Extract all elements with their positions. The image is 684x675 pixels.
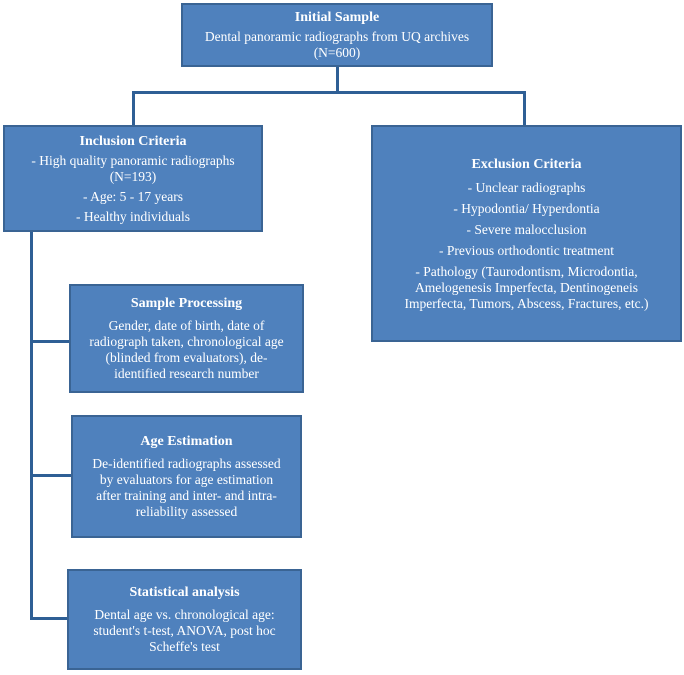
inclusion-criteria-box: Inclusion Criteria - High quality panora… <box>3 125 263 232</box>
initial-sample-title: Initial Sample <box>294 10 380 25</box>
connector-to-exclusion <box>523 91 526 125</box>
connector-to-inclusion <box>132 91 135 125</box>
exclusion-criteria-line: - Unclear radiographs <box>467 179 586 195</box>
inclusion-criteria-line: - Healthy individuals <box>76 208 190 224</box>
age-estimation-line: after training and inter- and intra- <box>96 488 277 503</box>
exclusion-criteria-line: - Previous orthodontic treatment <box>438 242 615 258</box>
exclusion-criteria-line: Amelogenesis Imperfecta, Dentinogeneis <box>414 279 639 295</box>
age-estimation-line: by evaluators for age estimation <box>99 472 274 487</box>
age-estimation-line: reliability assessed <box>135 504 238 519</box>
inclusion-criteria-line: - High quality panoramic radiographs <box>31 152 235 168</box>
connector-vertical-spine <box>30 232 33 620</box>
sample-processing-line: Gender, date of birth, date of <box>108 318 265 333</box>
inclusion-criteria-line: (N=193) <box>109 168 157 184</box>
exclusion-criteria-line: - Hypodontia/ Hyperdontia <box>453 200 600 216</box>
initial-sample-box: Initial Sample Dental panoramic radiogra… <box>181 3 493 67</box>
age-estimation-box: Age Estimation De-identified radiographs… <box>71 415 302 538</box>
statistical-analysis-line: Scheffe's test <box>149 639 220 654</box>
exclusion-criteria-title: Exclusion Criteria <box>471 156 582 172</box>
statistical-analysis-title: Statistical analysis <box>129 585 240 600</box>
exclusion-criteria-line: Imperfecta, Tumors, Abscess, Fractures, … <box>404 295 649 311</box>
connector-to-processing <box>30 340 70 343</box>
exclusion-criteria-line: - Severe malocclusion <box>466 221 587 237</box>
connector-to-estimation <box>30 474 72 477</box>
initial-sample-line: (N=600) <box>313 45 361 60</box>
sample-processing-title: Sample Processing <box>130 296 243 311</box>
exclusion-criteria-line: - Pathology (Taurodontism, Microdontia, <box>415 263 638 279</box>
sample-processing-box: Sample Processing Gender, date of birth,… <box>69 284 304 393</box>
sample-processing-line: identified research number <box>114 366 259 381</box>
connector-initial-down <box>336 67 339 93</box>
statistical-analysis-line: Dental age vs. chronological age: <box>94 607 275 622</box>
connector-to-statistics <box>30 617 68 620</box>
inclusion-criteria-line: - Age: 5 - 17 years <box>82 188 184 204</box>
statistical-analysis-box: Statistical analysis Dental age vs. chro… <box>67 569 302 670</box>
age-estimation-title: Age Estimation <box>140 434 233 449</box>
sample-processing-line: radiograph taken, chronological age <box>89 334 284 349</box>
inclusion-criteria-title: Inclusion Criteria <box>79 133 187 149</box>
sample-processing-line: (blinded from evaluators), de- <box>105 350 268 365</box>
initial-sample-line: Dental panoramic radiographs from UQ arc… <box>204 29 470 44</box>
connector-horizontal-split <box>132 91 526 94</box>
age-estimation-line: De-identified radiographs assessed <box>92 456 281 471</box>
statistical-analysis-line: student's t-test, ANOVA, post hoc <box>93 623 276 638</box>
exclusion-criteria-box: Exclusion Criteria - Unclear radiographs… <box>371 125 682 342</box>
